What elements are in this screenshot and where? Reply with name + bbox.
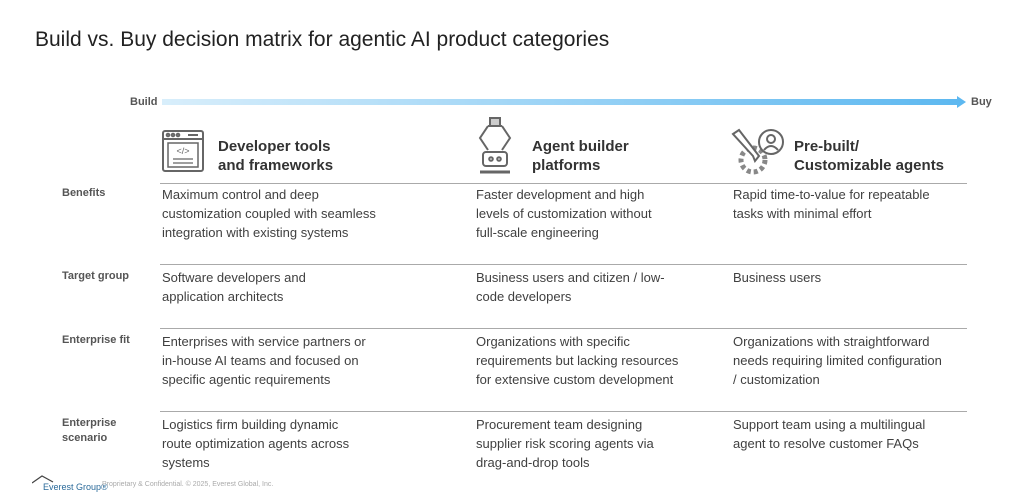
column-title-line2: Customizable agents	[794, 157, 945, 174]
svg-text:</>: </>	[176, 146, 189, 156]
cell-scenario-agent-builder: Procurement team designing supplier risk…	[476, 417, 654, 470]
footer-copyright: Proprietary & Confidential. © 2025, Ever…	[102, 481, 274, 488]
pencil-gear-user-icon	[731, 128, 784, 175]
cell-target-developer-tools: Software developers and application arch…	[162, 270, 306, 304]
column-title-line1: Agent builder	[532, 138, 629, 155]
column-title-line1: Pre-built/	[794, 138, 860, 155]
divider	[160, 328, 967, 329]
everest-group-logo: Everest Group®	[43, 482, 108, 492]
column-title-line1: Developer tools	[218, 138, 331, 155]
cell-target-prebuilt: Business users	[733, 270, 822, 285]
divider	[160, 264, 967, 265]
column-header-prebuilt-agents: Pre-built/Customizable agents	[794, 137, 944, 175]
cell-fit-agent-builder: Organizations with specific requirements…	[476, 334, 679, 387]
code-window-icon: </>	[162, 130, 204, 172]
divider	[160, 411, 967, 412]
cell-target-agent-builder: Business users and citizen / low-code de…	[476, 270, 665, 304]
column-title-line2: platforms	[532, 157, 601, 174]
cell-benefits-agent-builder: Faster development and high levels of cu…	[476, 187, 652, 240]
arrow-head-icon	[957, 96, 966, 108]
cell-benefits-developer-tools: Maximum control and deep customization c…	[162, 187, 376, 240]
axis-label-buy: Buy	[971, 96, 992, 108]
cell-scenario-developer-tools: Logistics firm building dynamic route op…	[162, 417, 350, 470]
cell-fit-prebuilt: Organizations with straightforward needs…	[733, 334, 942, 387]
cell-scenario-prebuilt: Support team using a multilingual agent …	[733, 417, 926, 451]
row-label-enterprise-fit: Enterprise fit	[62, 334, 130, 346]
row-label-enterprise-scenario: Enterprise scenario	[62, 417, 117, 444]
row-label-benefits: Benefits	[62, 187, 106, 199]
column-header-agent-builder: Agent builder platforms	[532, 137, 629, 175]
divider	[160, 183, 967, 184]
cell-fit-developer-tools: Enterprises with service partners or in-…	[162, 334, 366, 387]
row-label-target-group: Target group	[62, 270, 130, 282]
cell-benefits-prebuilt: Rapid time-to-value for repeatable tasks…	[733, 187, 930, 221]
robot-arm-icon	[478, 117, 512, 174]
page-title: Build vs. Buy decision matrix for agenti…	[35, 28, 610, 51]
logo-mountain-icon	[32, 475, 54, 484]
build-buy-arrow	[162, 99, 958, 105]
axis-label-build: Build	[130, 96, 158, 108]
column-header-developer-tools: Developer tools and frameworks	[218, 137, 333, 175]
column-title-line2: and frameworks	[218, 157, 334, 174]
